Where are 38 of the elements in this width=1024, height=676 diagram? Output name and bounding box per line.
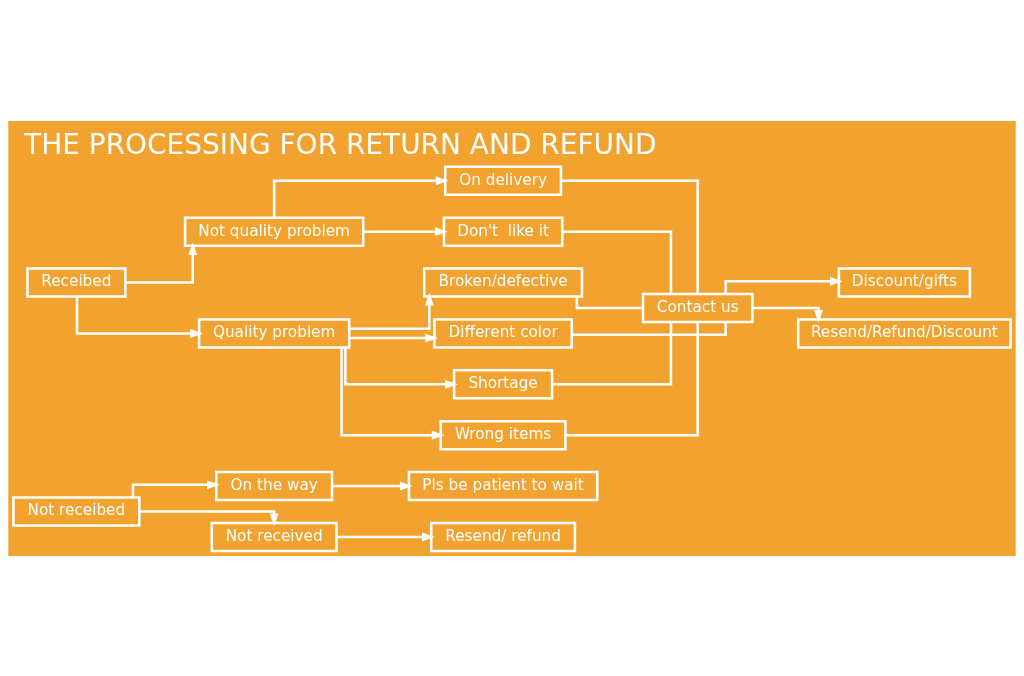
node-box: Resend/ refund xyxy=(429,521,577,552)
node-box: Pls be patient to wait xyxy=(407,470,599,501)
arrow xyxy=(75,296,203,338)
arrow xyxy=(340,347,445,440)
arrow xyxy=(332,481,413,490)
connector xyxy=(552,321,673,386)
node-box: Quality problem xyxy=(197,317,351,349)
node-box: Not receibed xyxy=(12,495,141,527)
arrow xyxy=(349,292,434,330)
node-box: On the way xyxy=(215,470,334,501)
node-box: Resend/Refund/Discount xyxy=(796,317,1012,349)
node-box: On delivery xyxy=(443,165,563,196)
arrow xyxy=(363,226,448,236)
arrow xyxy=(336,531,435,541)
connector xyxy=(572,322,727,336)
connector xyxy=(561,179,699,294)
arrow xyxy=(139,509,279,526)
node-box: Broken/defective xyxy=(422,266,584,298)
arrow xyxy=(349,333,438,343)
node-box: Shortage xyxy=(452,368,554,400)
node-box: Don't like it xyxy=(442,215,564,247)
arrow xyxy=(752,306,823,323)
arrow xyxy=(724,276,843,293)
arrow xyxy=(131,479,220,497)
node-box: Discount/gifts xyxy=(837,266,972,298)
arrow xyxy=(272,175,449,217)
node-box: Not received xyxy=(210,521,338,552)
arrow xyxy=(125,241,198,284)
node-box: Receibed xyxy=(26,266,127,298)
connector xyxy=(565,321,699,436)
arrow xyxy=(344,347,458,389)
node-box: Contact us xyxy=(641,292,754,323)
node-box: Different color xyxy=(433,317,574,349)
node-box: Not quality problem xyxy=(183,215,365,247)
node-box: Wrong items xyxy=(439,419,567,450)
connector xyxy=(575,296,643,309)
diagram-title: THE PROCESSING FOR RETURN AND REFUND xyxy=(24,127,657,161)
connector xyxy=(562,229,673,294)
